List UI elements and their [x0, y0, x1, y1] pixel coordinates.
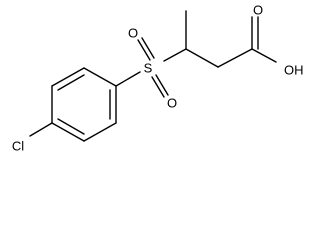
- c-oh-bond: [251, 48, 277, 63]
- sulfonyl-oxygen-bottom-label: O: [167, 96, 177, 111]
- hydroxyl-label: OH: [284, 63, 304, 78]
- chlorine-label: Cl: [12, 139, 24, 154]
- s-o-top-bond-a: [137, 39, 151, 61]
- ring-bond-4: [51, 122, 85, 142]
- sulfur-label: S: [144, 61, 153, 76]
- sulfonyl-group: [137, 37, 169, 98]
- s-o-bottom-bond-b: [155, 74, 169, 96]
- chemical-structure-diagram: S O O O OH Cl: [12, 3, 304, 154]
- ring-chlorine-bond: [29, 122, 53, 137]
- ring-bond-5: [83, 122, 117, 142]
- s-o-top-bond-b: [141, 37, 155, 59]
- s-o-bottom-bond-a: [151, 76, 165, 98]
- ch-ch2-bond: [185, 48, 219, 68]
- ch2-carboxyl-bond: [217, 48, 253, 68]
- ring-sulfur-bond: [115, 71, 141, 87]
- sulfonyl-oxygen-top-label: O: [128, 26, 138, 41]
- ring-double-bond-1: [57, 74, 85, 91]
- benzene-ring: [51, 67, 117, 142]
- ring-bond-2: [51, 67, 85, 87]
- ring-bond-1: [83, 67, 117, 87]
- ring-double-bond-2: [57, 118, 85, 135]
- carbonyl-oxygen-label: O: [253, 3, 263, 18]
- sulfur-ch-bond: [163, 48, 187, 62]
